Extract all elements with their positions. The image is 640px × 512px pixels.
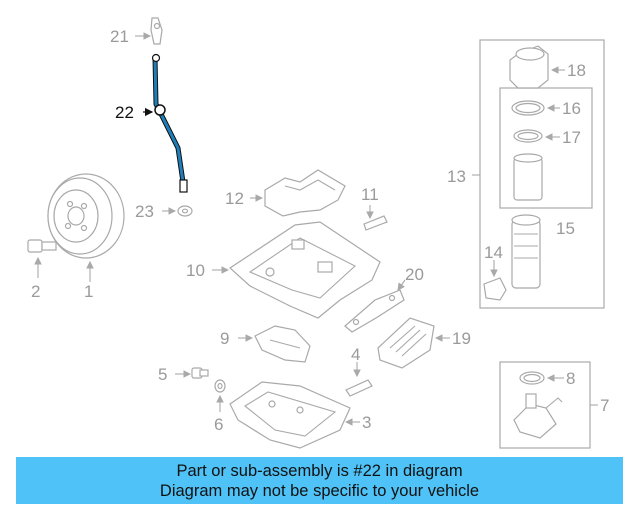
- parts-diagram: 1 2 21 22 23 12 11: [27, 17, 609, 449]
- callout-9: 9: [220, 329, 229, 348]
- callout-3: 3: [362, 413, 371, 432]
- part-3-oil-pan: [229, 381, 360, 449]
- callout-6: 6: [214, 415, 223, 434]
- callout-11: 11: [361, 185, 379, 204]
- callout-4: 4: [351, 345, 360, 364]
- banner-line-2: Diagram may not be specific to your vehi…: [159, 482, 480, 500]
- part-10-upper-housing: [212, 221, 381, 319]
- part-4-sealant: [345, 362, 373, 397]
- part-20-gasket: [344, 279, 406, 333]
- callout-10: 10: [186, 261, 205, 280]
- callout-13: 13: [447, 167, 466, 186]
- part-23-washer: [162, 205, 193, 217]
- callout-19: 19: [452, 329, 471, 348]
- part-13-oil-filter-housing: [472, 39, 605, 309]
- info-banner: Part or sub-assembly is #22 in diagram D…: [16, 457, 623, 504]
- callout-7: 7: [600, 396, 609, 415]
- callout-1: 1: [84, 282, 93, 301]
- callout-5: 5: [158, 365, 167, 384]
- part-7-oil-sensor: [499, 361, 598, 449]
- callout-2: 2: [31, 282, 40, 301]
- callout-15: 15: [556, 219, 575, 238]
- callout-22: 22: [115, 103, 134, 122]
- callout-16: 16: [562, 99, 581, 118]
- part-22-dipstick-tube: [143, 53, 188, 193]
- part-9-baffle: [238, 325, 311, 363]
- part-21-dipstick-handle: [135, 17, 163, 45]
- callout-17: 17: [562, 128, 581, 147]
- callout-8: 8: [566, 369, 575, 388]
- part-11-sealant: [363, 205, 388, 231]
- callout-18: 18: [567, 61, 586, 80]
- part-6-washer: [214, 379, 226, 412]
- part-5-drain-plug: [175, 367, 209, 379]
- banner-line-1: Part or sub-assembly is #22 in diagram: [176, 462, 463, 480]
- callout-21: 21: [110, 27, 129, 46]
- callout-14: 14: [484, 243, 503, 262]
- part-1-pulley: [47, 173, 125, 282]
- part-19-oil-cooler: [377, 317, 450, 369]
- callout-20: 20: [405, 265, 424, 284]
- part-2-bolt: [27, 239, 57, 278]
- callout-12: 12: [225, 189, 244, 208]
- part-12-cover: [250, 169, 346, 217]
- callout-23: 23: [135, 202, 154, 221]
